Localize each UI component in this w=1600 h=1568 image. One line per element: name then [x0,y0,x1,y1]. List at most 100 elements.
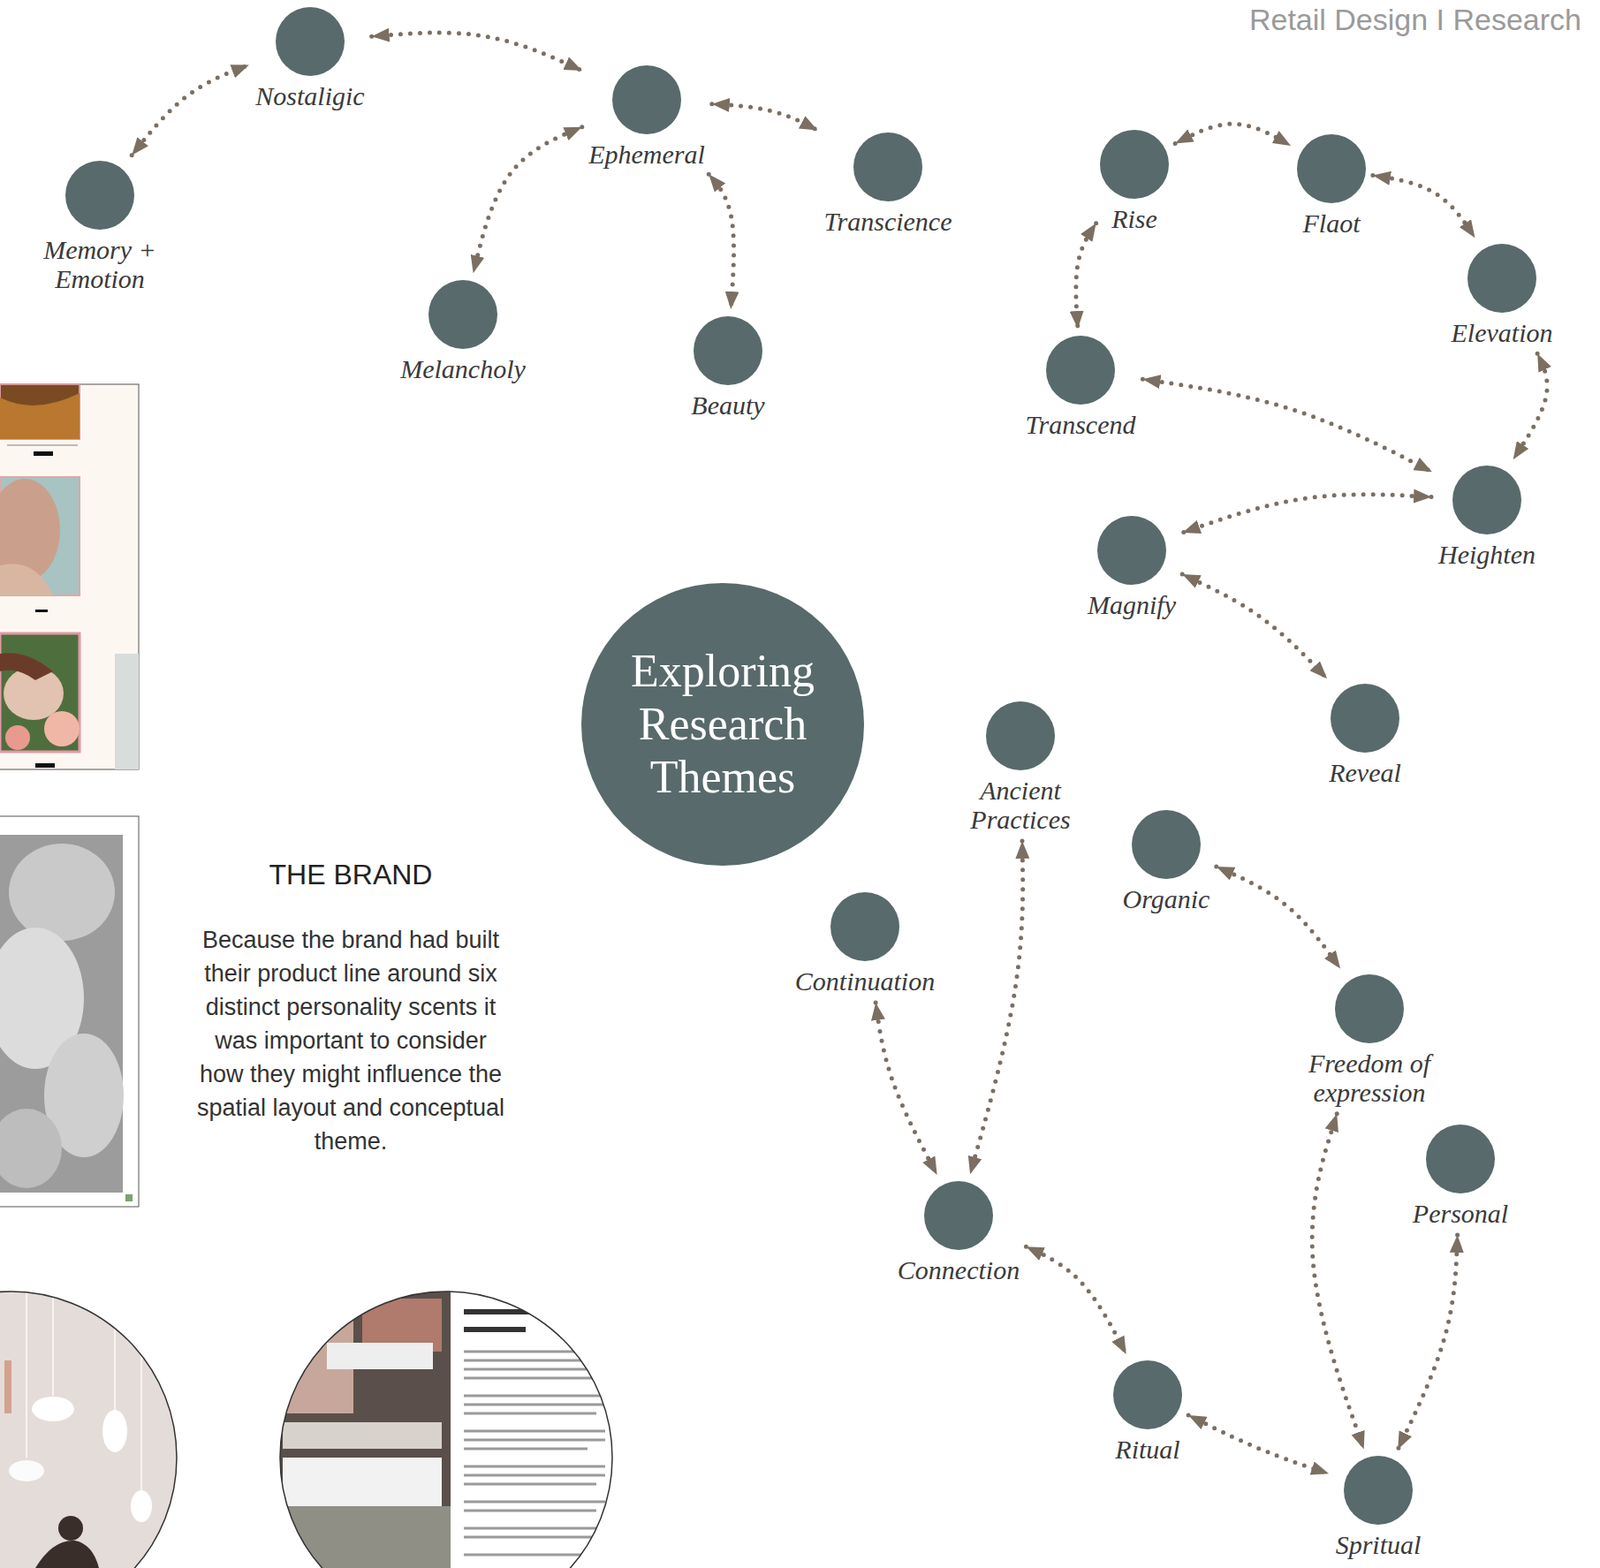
dotted-connector [473,127,583,273]
theme-label: Elevation [1451,318,1554,348]
theme-circle [1131,810,1201,880]
moodboard-page-part [0,393,80,440]
dotted-connector [1397,1235,1457,1450]
theme-label: Spritual [1335,1530,1422,1560]
connector-group [131,32,1547,1474]
theme-circle [1343,1455,1413,1525]
theme-label: Nostaligic [255,81,364,111]
case-study-photo-part [282,1422,442,1449]
dotted-connector [1372,175,1476,239]
lamp-photo-part [130,1490,152,1523]
theme-node: Spritual [1335,1455,1422,1560]
theme-circle [1097,515,1167,585]
lamp-photo [0,1272,195,1568]
theme-node: Rise [1099,129,1169,234]
case-study-photo-part [326,1342,433,1370]
statue-photo-part [125,1194,133,1202]
moodboard-page-part [7,444,78,447]
theme-circle [853,132,923,202]
lamp-photo-part [31,1396,75,1422]
theme-circle [65,160,135,230]
dotted-connector [1076,223,1097,329]
theme-node: Organic [1122,810,1211,914]
dotted-connector [131,65,250,156]
theme-node: Heighten [1438,465,1536,569]
theme-circle [924,1181,994,1251]
lamp-photo-part [8,1460,45,1482]
dotted-connector [1311,1114,1364,1450]
theme-circle [612,65,682,135]
case-study-photo-part [463,1311,562,1330]
moodboard-page [0,384,139,770]
photo-outline [0,1291,177,1568]
theme-circle [65,160,135,230]
theme-node: Nostaligic [255,7,364,111]
dotted-connector [1175,123,1291,146]
dotted-connector [1216,866,1341,969]
section-heading: THE BRAND [196,856,506,893]
theme-label: Ritual [1114,1434,1180,1464]
theme-circle [1046,335,1115,405]
moodboard-page-part [0,563,54,596]
theme-label: Rise [1111,204,1158,234]
theme-circle [1113,1360,1183,1430]
body-text: Because the brand had built their produc… [196,923,506,1159]
moodboard-page-part [44,711,80,747]
dotted-connector [875,1002,937,1176]
dotted-connector [1025,1246,1126,1355]
dotted-connector [712,104,819,131]
theme-circle [1099,129,1169,199]
theme-label: Transcience [824,206,953,236]
theme-label: Organic [1122,884,1211,914]
moodboard-page-part [33,451,54,456]
theme-node: Magnify [1087,515,1176,620]
moodboard-page-part [35,763,55,768]
theme-circle [1330,683,1400,753]
theme-node: Ephemeral [588,65,706,169]
theme-circle [428,280,498,349]
theme-circle [1452,465,1522,535]
theme-circle [428,280,498,349]
case-study-photo-part [282,1457,442,1507]
dotted-connector [1182,574,1328,679]
theme-circle [830,892,900,962]
theme-node: Transcience [824,132,953,236]
theme-label: Flaot [1303,208,1361,238]
moodboard-page-part [0,384,139,770]
dotted-connector [708,174,734,310]
theme-node: Ritual [1113,1360,1183,1464]
theme-label: Ephemeral [588,139,706,169]
page-header: Retail Design I Research [1249,1,1582,38]
theme-circle [1099,129,1169,199]
title-text: Exploring Research Themes [581,644,865,804]
theme-circle [924,1181,994,1251]
theme-label: Heighten [1438,539,1536,569]
moodboard-page-part [0,652,54,681]
theme-circle [1343,1455,1413,1525]
theme-circle [1467,243,1537,313]
theme-label: Memory + Emotion [29,235,171,294]
theme-circle [1330,683,1400,753]
lamp-photo-part [102,1410,128,1453]
theme-label: Magnify [1087,590,1176,620]
theme-circle [1296,134,1366,204]
theme-circle [1452,465,1522,535]
dotted-connector [1513,353,1548,460]
title-circle [581,583,865,866]
lamp-photo-part [0,1272,195,1568]
theme-node: Beauty [690,316,765,420]
theme-node: Melancholy [400,280,526,384]
dotted-connector [1142,379,1432,472]
dotted-connector [371,32,583,71]
theme-circle [1425,1124,1495,1194]
theme-node: Memory + Emotion [29,160,171,294]
theme-node: Continuation [795,892,935,996]
theme-circle [830,892,900,962]
statue-photo-part [8,843,115,941]
lamp-photo-part [58,1516,84,1541]
theme-circle [1113,1360,1183,1430]
theme-circle [1467,243,1537,313]
statue-photo [0,816,139,1207]
photo-outline [280,1291,613,1568]
